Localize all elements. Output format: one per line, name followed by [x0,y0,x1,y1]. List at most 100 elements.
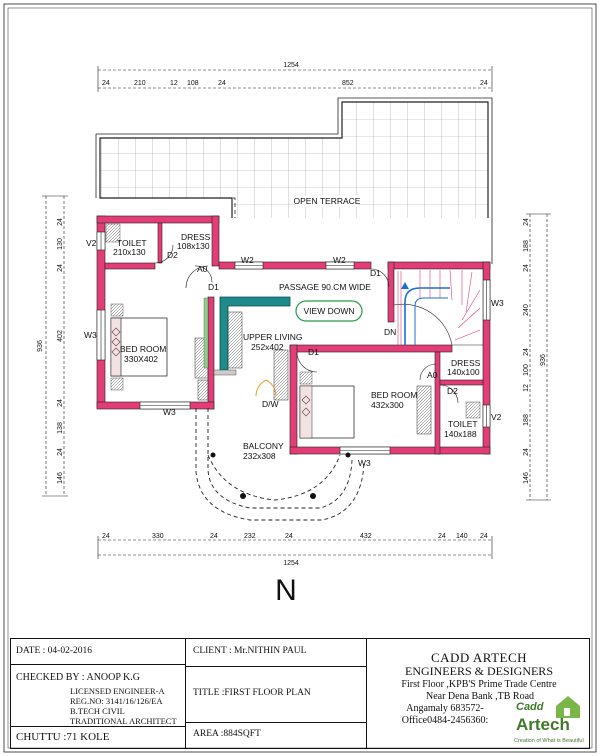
dim-top-segments: 24 210 12 108 24 852 24 [102,80,488,87]
bedroom-2-label: BED ROOM [371,390,417,400]
address-line-3: Angamaly 683572- [406,703,484,714]
svg-text:Cadd: Cadd [516,701,544,713]
bed-1 [110,303,168,391]
firm-name: CADD ARTECH [430,650,528,665]
terrace-parapet [96,97,493,264]
svg-text:24: 24 [523,448,530,456]
svg-text:140: 140 [456,533,468,540]
svg-text:936: 936 [37,340,44,352]
dim-bottom-segments: 24 330 24 232 24 432 24 140 24 [102,533,488,540]
svg-text:432: 432 [360,533,372,540]
svg-text:12: 12 [170,80,178,87]
svg-text:W3: W3 [358,458,371,468]
svg-text:210: 210 [134,80,146,87]
dim-right: 936 24 188 24 240 24 100 12 188 24 146 [523,218,547,484]
svg-text:852: 852 [342,80,354,87]
svg-text:24: 24 [523,264,530,272]
terrace-label: OPEN TERRACE [294,196,361,206]
svg-text:108: 108 [187,80,199,87]
view-down-label: VIEW DOWN [304,306,355,316]
traditional-field: TRADITIONAL ARCHITECT [70,716,177,726]
svg-text:24: 24 [57,399,64,407]
toilet-2-label: TOILET [448,419,478,429]
svg-text:100: 100 [523,364,530,376]
balcony-door [255,379,277,397]
balcony-size: 232x308 [243,451,276,461]
svg-text:24: 24 [285,533,293,540]
toilet-2-size: 140x188 [444,429,477,439]
svg-text:24: 24 [480,533,488,540]
chuttu-field: CHUTTU :71 KOLE [16,731,110,743]
dim-top-total: 1254 [283,62,299,69]
checked-by-field: CHECKED BY : ANOOP K.G [16,672,140,683]
svg-text:188: 188 [523,240,530,252]
north-label: N [275,574,297,607]
svg-text:A0: A0 [197,264,208,274]
svg-text:24: 24 [210,533,218,540]
sheet-border [3,3,597,753]
degree-field: B.TECH CIVIL [70,706,125,716]
svg-text:W3: W3 [84,330,97,340]
dress-2-label: DRESS [451,358,481,368]
dress-2-size: 140x100 [447,367,480,377]
firm-subtitle: ENGINEERS & DESIGNERS [404,664,553,678]
bedroom-1-label: BED ROOM [120,344,166,354]
staircase: DN [384,268,484,346]
date-field: DATE : 04-02-2016 [16,646,92,656]
svg-text:D2: D2 [447,386,458,396]
svg-text:24: 24 [523,218,530,226]
address-line-2: Near Dena Bank ,TB Road [425,691,535,702]
svg-text:Artech: Artech [516,715,570,734]
bed-2 [299,371,432,439]
svg-text:D1: D1 [208,282,219,292]
view-down-opening [295,300,363,322]
balcony-column [210,452,216,458]
stair-down-label: DN [384,327,396,337]
client-field: CLIENT : Mr.NITHIN PAUL [193,646,307,656]
svg-text:24: 24 [102,533,110,540]
svg-text:936: 936 [540,354,547,366]
svg-text:D2: D2 [167,250,178,260]
svg-text:Creation of What is Beautiful: Creation of What is Beautiful [514,738,584,744]
sofa [194,296,291,401]
balcony-column [345,452,351,458]
balcony-outline [195,408,365,521]
title-field: TITLE :FIRST FLOOR PLAN [193,688,311,698]
svg-text:130: 130 [57,238,64,250]
svg-text:24: 24 [57,448,64,456]
licensed-field: LICENSED ENGINEER-A [70,686,165,696]
svg-text:24: 24 [480,80,488,87]
svg-text:24: 24 [523,348,530,356]
bedroom-2-size: 432x300 [371,400,404,410]
svg-text:24: 24 [57,218,64,226]
dress-1-size: 108x130 [177,241,210,251]
company-logo: Cadd Artech Creation of What is Beautifu… [512,690,586,746]
svg-text:D1: D1 [370,268,381,278]
door-swings [154,244,459,404]
svg-text:240: 240 [523,304,530,316]
balcony-label: BALCONY [243,441,284,451]
svg-text:W3: W3 [163,407,176,417]
dimension-lines [45,69,548,556]
balcony-column [240,493,246,499]
regno-field: REG.NO: 3141/16/126/EA [70,696,163,706]
svg-text:V2: V2 [491,412,502,422]
svg-text:24: 24 [57,264,64,272]
bedroom-1-size: 330X402 [124,354,158,364]
balcony-column [310,493,316,499]
svg-text:W2: W2 [333,255,346,265]
upper-living-label: UPPER LIVING [243,332,303,342]
svg-text:24: 24 [102,80,110,87]
svg-text:D1: D1 [308,347,319,357]
svg-text:330: 330 [152,533,164,540]
svg-text:232: 232 [244,533,256,540]
address-line-4: Office0484-2456360: [401,715,489,726]
svg-text:A0: A0 [427,370,438,380]
svg-text:24: 24 [438,533,446,540]
dress-1-label: DRESS [181,232,211,242]
svg-text:V2: V2 [86,238,97,248]
address-line-1: First Floor ,KPB'S Prime Trade Centre [401,679,557,690]
svg-text:24: 24 [218,80,226,87]
toilet-1-label: TOILET [117,238,147,248]
